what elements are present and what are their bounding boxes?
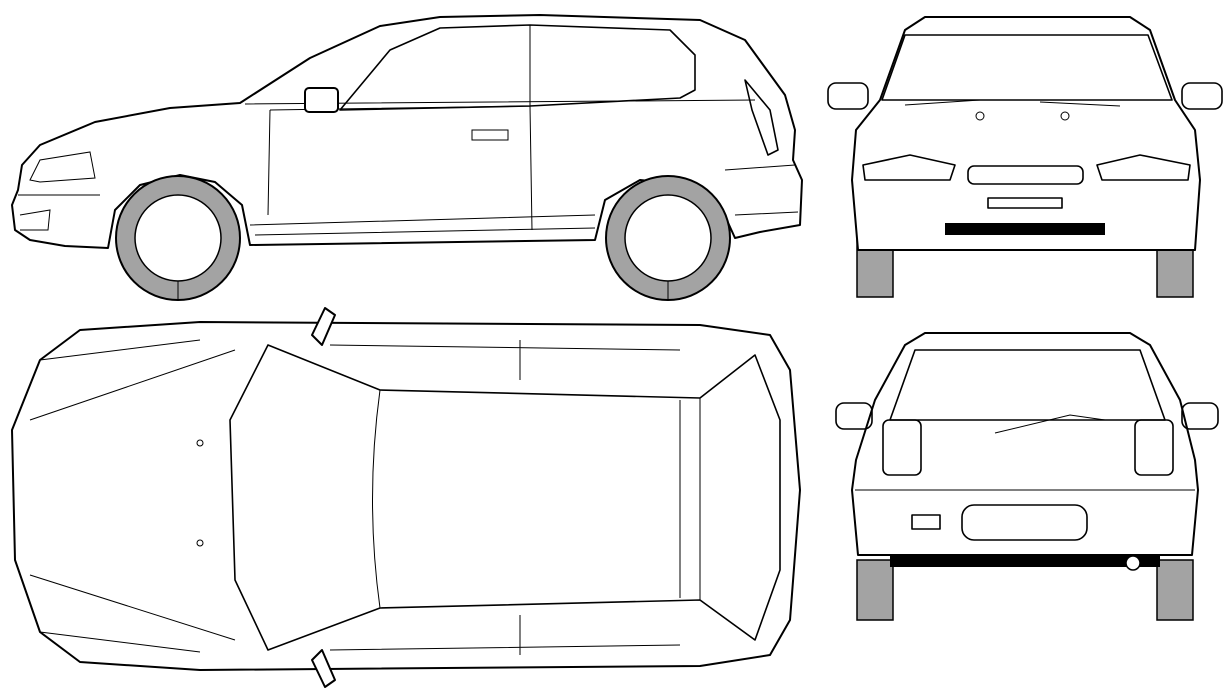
top-body-outline bbox=[11, 321, 801, 671]
rear-window bbox=[889, 349, 1166, 421]
front-windshield bbox=[881, 34, 1173, 101]
front-right-headlight bbox=[1096, 154, 1191, 181]
side-rear-window bbox=[744, 79, 779, 156]
top-mirror-right bbox=[311, 649, 336, 688]
side-bumper-line bbox=[18, 194, 100, 231]
rear-left-taillight bbox=[882, 419, 922, 476]
rear-left-tire bbox=[856, 559, 894, 621]
top-roof-panel bbox=[372, 389, 701, 609]
rear-right-tire bbox=[1156, 559, 1194, 621]
front-washer-right bbox=[1060, 111, 1070, 121]
rear-body-outline bbox=[851, 332, 1199, 556]
front-left-mirror bbox=[827, 82, 869, 110]
side-view bbox=[11, 14, 803, 301]
rear-underbody bbox=[890, 555, 1160, 567]
top-side-window-lines bbox=[329, 340, 681, 655]
rear-left-mirror bbox=[835, 402, 873, 430]
side-door-handle bbox=[471, 129, 509, 141]
top-hood-lines bbox=[29, 339, 236, 653]
front-left-headlight bbox=[862, 154, 956, 181]
side-rear-bumper-line bbox=[724, 164, 799, 216]
rear-view bbox=[835, 332, 1219, 621]
rear-reflector bbox=[911, 514, 941, 530]
rear-wiper bbox=[994, 414, 1106, 434]
side-sill-line bbox=[249, 214, 596, 236]
top-view bbox=[11, 307, 801, 688]
top-washer-2 bbox=[196, 539, 204, 547]
rear-exhaust bbox=[1125, 555, 1141, 571]
side-mirror bbox=[304, 87, 339, 113]
front-view bbox=[827, 16, 1223, 298]
side-rear-wheel bbox=[605, 175, 731, 301]
top-mirror-left bbox=[311, 307, 336, 346]
top-washer-1 bbox=[196, 439, 204, 447]
side-body-outline bbox=[11, 14, 803, 249]
front-license-plate bbox=[987, 197, 1063, 209]
front-wipers bbox=[904, 99, 1121, 107]
rear-right-taillight bbox=[1134, 419, 1174, 476]
front-right-mirror bbox=[1181, 82, 1223, 110]
side-window bbox=[339, 24, 696, 111]
rear-right-mirror bbox=[1181, 402, 1219, 430]
front-body-outline bbox=[851, 16, 1201, 251]
front-washer-left bbox=[975, 111, 985, 121]
side-front-wheel bbox=[115, 175, 241, 301]
side-headlight bbox=[29, 151, 96, 183]
rear-license-plate bbox=[961, 504, 1088, 541]
front-lower-intake bbox=[945, 223, 1105, 235]
side-door-line bbox=[244, 99, 756, 231]
front-grille bbox=[967, 165, 1084, 185]
